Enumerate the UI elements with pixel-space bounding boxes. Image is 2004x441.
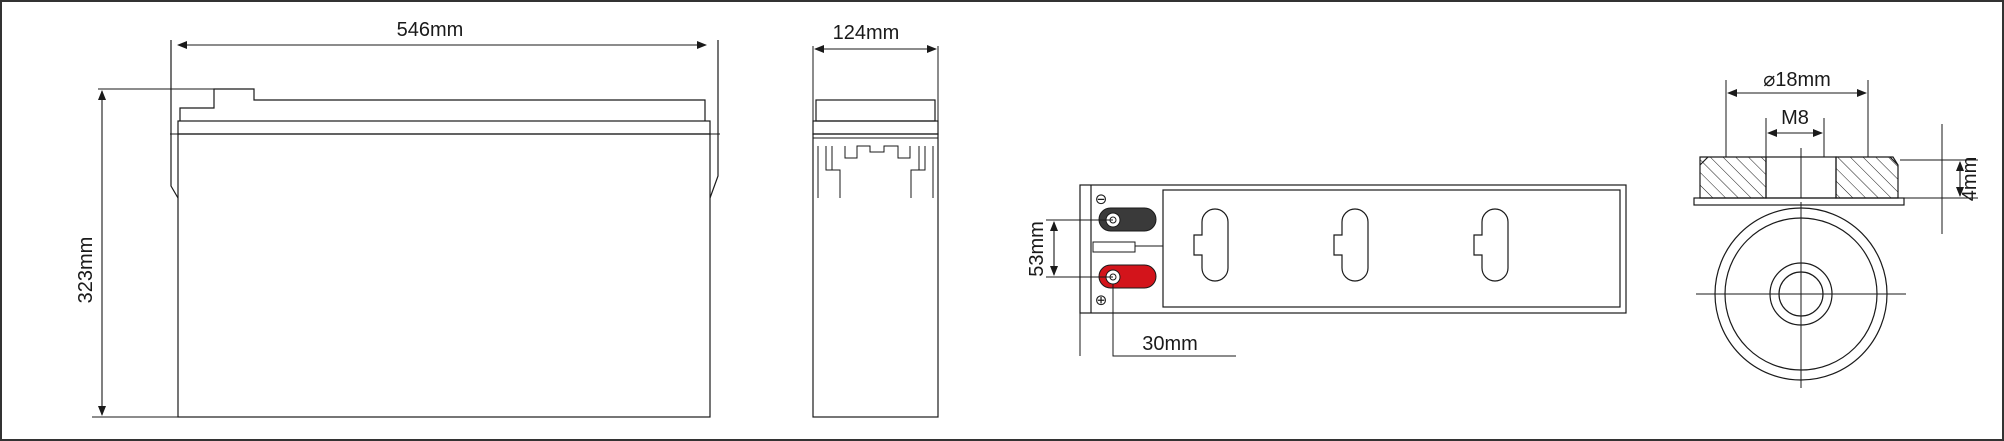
terminal-connector	[1092, 241, 1136, 253]
vent-cap-1	[1193, 208, 1229, 282]
terminal-hex-chamfer	[1699, 156, 1899, 166]
front-view: 546mm 323mm	[75, 19, 720, 418]
offset-dimension-label: 30mm	[1142, 333, 1198, 355]
side-view-right-rib	[910, 146, 934, 198]
side-view: 124mm	[812, 22, 939, 418]
height-dimension-label: 323mm	[75, 237, 97, 304]
front-view-left-handle	[170, 40, 179, 199]
diameter-dimension-label: ⌀18mm	[1763, 69, 1831, 91]
side-view-lid	[812, 120, 939, 135]
top-view: ⊖ ⊕ 53mm 30mm	[1026, 184, 1627, 357]
side-view-top-block	[815, 99, 936, 122]
terminal-hex-right	[1835, 156, 1899, 199]
front-view-right-handle	[709, 40, 719, 199]
width-dimension-label: 546mm	[397, 19, 464, 41]
thread-dimension-label: M8	[1781, 107, 1809, 129]
spacing-dimension-label: 53mm	[1026, 221, 1048, 277]
side-view-left-rib	[817, 146, 841, 198]
vent-cap-3	[1473, 208, 1509, 282]
front-view-case	[177, 133, 711, 418]
top-view-outline	[1079, 184, 1627, 314]
front-view-terminal-step	[179, 88, 706, 121]
terminal-detail: ⌀18mm M8 4mm	[1693, 69, 1981, 388]
offset-leader-line	[1112, 284, 1236, 357]
terminal-hex-left	[1699, 156, 1767, 199]
side-view-case	[812, 133, 939, 418]
detail-height-dimension-label: 4mm	[1959, 157, 1981, 201]
top-view-inner-panel	[1162, 189, 1621, 308]
terminal-base-plate	[1693, 197, 1905, 206]
front-view-lid	[177, 120, 711, 135]
side-view-center-ribs	[844, 145, 911, 159]
positive-symbol-icon: ⊕	[1095, 292, 1108, 309]
vent-cap-2	[1333, 208, 1369, 282]
depth-dimension-label: 124mm	[833, 22, 900, 44]
negative-symbol-icon: ⊖	[1095, 191, 1108, 208]
